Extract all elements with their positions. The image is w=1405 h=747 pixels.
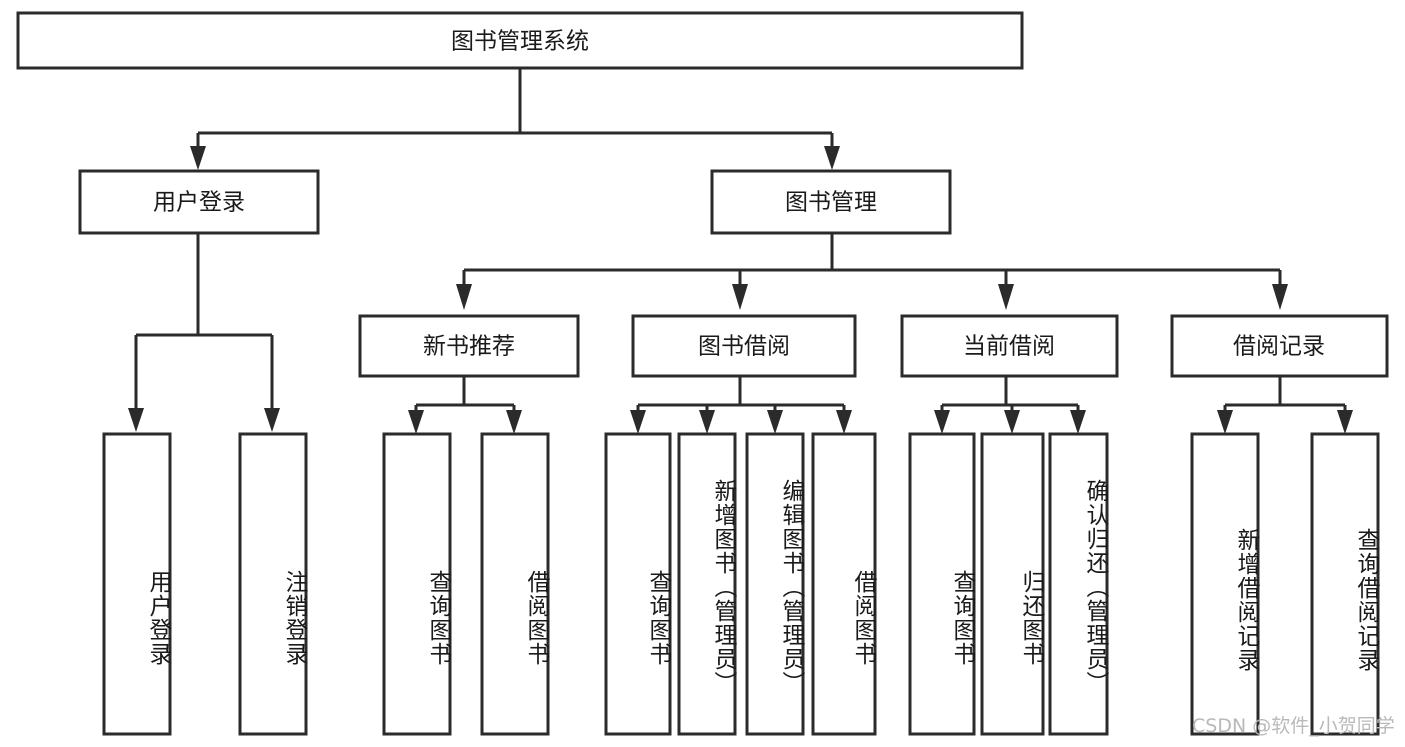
connector-group-new-book-recommend <box>408 376 522 434</box>
node-current-borrow-label: 当前借阅 <box>963 334 1055 360</box>
node-current-borrow[interactable]: 当前借阅 <box>900 314 1119 378</box>
connector-group-borrow-record <box>1217 376 1353 434</box>
leaf-boxes <box>102 432 1380 736</box>
node-leaf-add-book-box[interactable] <box>677 432 737 736</box>
node-leaf-query-book-3-box[interactable] <box>908 432 976 736</box>
arrowhead-new-book-recommend <box>456 284 472 310</box>
arrowhead-book-borrow <box>732 284 748 310</box>
connector-group-root <box>190 68 840 170</box>
arrowhead-borrow-record <box>1272 284 1288 310</box>
node-leaf-add-record-box[interactable] <box>1190 432 1260 736</box>
node-leaf-logout-login-box[interactable] <box>238 432 308 736</box>
arrowhead-leaf-confirm-return <box>1070 410 1086 434</box>
arrowhead-leaf-borrow-book-1 <box>506 410 522 434</box>
node-root-box[interactable] <box>16 11 1024 70</box>
node-leaf-edit-book-box[interactable] <box>745 432 805 736</box>
node-leaf-user-login-box[interactable] <box>102 432 172 736</box>
arrowhead-user-login <box>190 146 206 170</box>
arrowhead-leaf-user-login <box>128 408 144 432</box>
node-leaf-query-book-1-box[interactable] <box>382 432 452 736</box>
node-leaf-return-book-box[interactable] <box>980 432 1045 736</box>
arrowhead-leaf-logout-login <box>264 408 280 432</box>
arrowhead-leaf-query-book-3 <box>934 410 950 434</box>
node-leaf-query-book-2-box[interactable] <box>604 432 672 736</box>
node-book-manage[interactable]: 图书管理 <box>710 169 952 235</box>
node-book-manage-label: 图书管理 <box>785 190 877 216</box>
node-new-book-recommend-label: 新书推荐 <box>423 334 515 360</box>
node-root[interactable]: 图书管理系统 <box>16 11 1024 70</box>
node-current-borrow-box[interactable] <box>900 314 1119 378</box>
node-book-borrow-label: 图书借阅 <box>698 334 790 360</box>
arrowhead-leaf-borrow-book-2 <box>836 410 852 434</box>
node-borrow-record[interactable]: 借阅记录 <box>1170 314 1389 378</box>
node-book-manage-box[interactable] <box>710 169 952 235</box>
arrowhead-leaf-edit-book <box>767 410 783 434</box>
connector-group-current-borrow <box>934 376 1086 434</box>
arrowhead-leaf-query-book-1 <box>408 410 424 434</box>
node-leaf-confirm-return-box[interactable] <box>1048 432 1109 736</box>
arrowhead-current-borrow <box>998 284 1014 310</box>
node-new-book-recommend[interactable]: 新书推荐 <box>358 314 580 378</box>
node-new-book-recommend-box[interactable] <box>358 314 580 378</box>
arrowhead-leaf-add-book <box>699 410 715 434</box>
connector-group-book-manage <box>456 233 1288 310</box>
node-user-login-label: 用户登录 <box>153 190 245 216</box>
arrowhead-leaf-query-book-2 <box>630 410 646 434</box>
arrowhead-leaf-return-book <box>1004 410 1020 434</box>
arrowhead-leaf-add-record <box>1217 410 1233 434</box>
connector-group-book-borrow <box>630 376 852 434</box>
arrowhead-leaf-query-record <box>1337 410 1353 434</box>
node-book-borrow-box[interactable] <box>631 314 857 378</box>
connector-group-user-login <box>128 233 280 432</box>
node-leaf-borrow-book-2-box[interactable] <box>811 432 877 736</box>
node-user-login-box[interactable] <box>78 169 320 235</box>
node-leaf-query-record-box[interactable] <box>1310 432 1380 736</box>
node-user-login[interactable]: 用户登录 <box>78 169 320 235</box>
arrowhead-book-manage <box>824 146 840 170</box>
node-book-borrow[interactable]: 图书借阅 <box>631 314 857 378</box>
node-leaf-borrow-book-1-box[interactable] <box>480 432 550 736</box>
node-root-label: 图书管理系统 <box>451 29 589 55</box>
node-borrow-record-box[interactable] <box>1170 314 1389 378</box>
node-borrow-record-label: 借阅记录 <box>1233 334 1325 360</box>
csdn-watermark: CSDN @软件_小贺同学 <box>1192 715 1395 737</box>
